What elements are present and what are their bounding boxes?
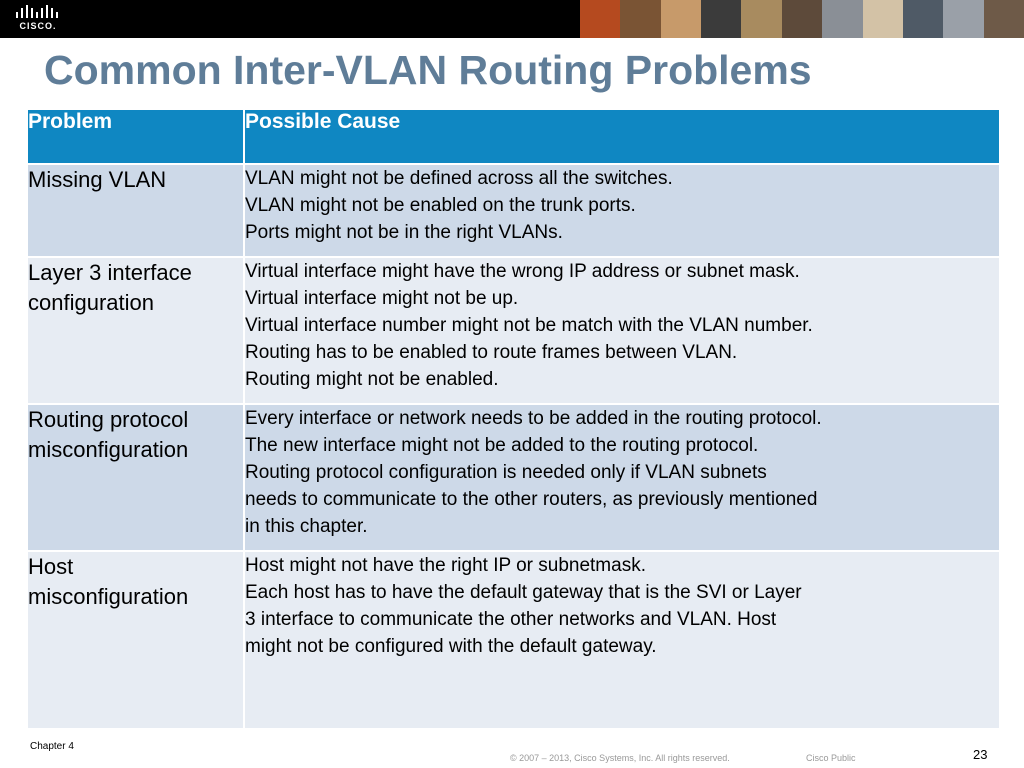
problem-text: configuration — [28, 290, 154, 315]
problem-text: misconfiguration — [28, 584, 189, 609]
cause-line: Ports might not be in the right VLANs. — [245, 222, 563, 243]
cisco-bars-icon — [16, 5, 58, 18]
banner-photo — [943, 0, 984, 38]
cisco-logo-text: CISCO. — [19, 21, 57, 31]
photo-banner — [580, 0, 1024, 38]
cause-line: VLAN might not be enabled on the trunk p… — [245, 195, 636, 216]
problem-text: Layer 3 interface — [28, 260, 192, 285]
banner-photo — [741, 0, 782, 38]
header-problem: Problem — [26, 108, 245, 165]
banner-photo — [822, 0, 863, 38]
problem-text: Missing VLAN — [28, 167, 167, 192]
cause-line: Routing has to be enabled to route frame… — [245, 342, 738, 363]
banner-photo — [781, 0, 823, 38]
banner-photo — [620, 0, 661, 38]
table-row: Host misconfiguration Host might not have … — [26, 550, 1001, 730]
table-row: Routing protocol misconfiguration Every in… — [26, 403, 1001, 552]
footer-copyright: © 2007 – 2013, Cisco Systems, Inc. All r… — [510, 753, 730, 763]
cause-line: needs to communicate to the other router… — [245, 489, 818, 510]
problem-cell: Missing VLAN — [26, 163, 245, 258]
table-header-row: Problem Possible Cause — [26, 108, 1001, 165]
cisco-logo: CISCO. — [14, 4, 62, 34]
banner-photo — [660, 0, 702, 38]
cause-line: Virtual interface number might not be ma… — [245, 315, 813, 336]
cause-line: Routing protocol configuration is needed… — [245, 462, 767, 483]
cause-line: Each host has to have the default gatewa… — [245, 582, 802, 603]
cause-line: Host might not have the right IP or subn… — [245, 555, 646, 576]
problem-text: misconfiguration — [28, 437, 189, 462]
cause-cell: Virtual interface might have the wrong I… — [243, 256, 1001, 405]
cause-line: Every interface or network needs to be a… — [245, 408, 822, 429]
table-row: Missing VLAN VLAN might not be defined ac… — [26, 163, 1001, 258]
page-number: 23 — [973, 747, 988, 762]
problem-cell: Routing protocol misconfiguration — [26, 403, 245, 552]
problem-cell: Layer 3 interface configuration — [26, 256, 245, 405]
problem-cell: Host misconfiguration — [26, 550, 245, 730]
footer-chapter: Chapter 4 — [30, 741, 74, 752]
problem-text: Host — [28, 554, 74, 579]
cause-line: in this chapter. — [245, 516, 368, 537]
cause-line: 3 interface to communicate the other net… — [245, 609, 777, 630]
cause-line: Virtual interface might have the wrong I… — [245, 261, 800, 282]
table-body: Missing VLAN VLAN might not be defined ac… — [26, 163, 1001, 730]
footer-classification: Cisco Public — [806, 753, 856, 763]
slide-title: Common Inter-VLAN Routing Problems — [44, 47, 812, 93]
cause-cell: VLAN might not be defined across all the… — [243, 163, 1001, 258]
problems-table: Problem Possible Cause Missing VLAN VLAN … — [26, 108, 1001, 730]
cause-line: VLAN might not be defined across all the… — [245, 168, 673, 189]
banner-photo — [983, 0, 1024, 38]
cause-cell: Host might not have the right IP or subn… — [243, 550, 1001, 730]
header-possible-cause: Possible Cause — [243, 108, 1001, 165]
banner-photo — [862, 0, 903, 38]
cause-line: might not be configured with the default… — [245, 636, 657, 657]
banner-photo — [902, 0, 944, 38]
banner-photo — [580, 0, 621, 38]
cause-line: Virtual interface might not be up. — [245, 288, 519, 309]
header-bar: CISCO. — [0, 0, 1024, 38]
cause-line: The new interface might not be added to … — [245, 435, 759, 456]
cause-line: Routing might not be enabled. — [245, 369, 499, 390]
problem-text: Routing protocol — [28, 407, 189, 432]
banner-photo — [701, 0, 742, 38]
cause-cell: Every interface or network needs to be a… — [243, 403, 1001, 552]
